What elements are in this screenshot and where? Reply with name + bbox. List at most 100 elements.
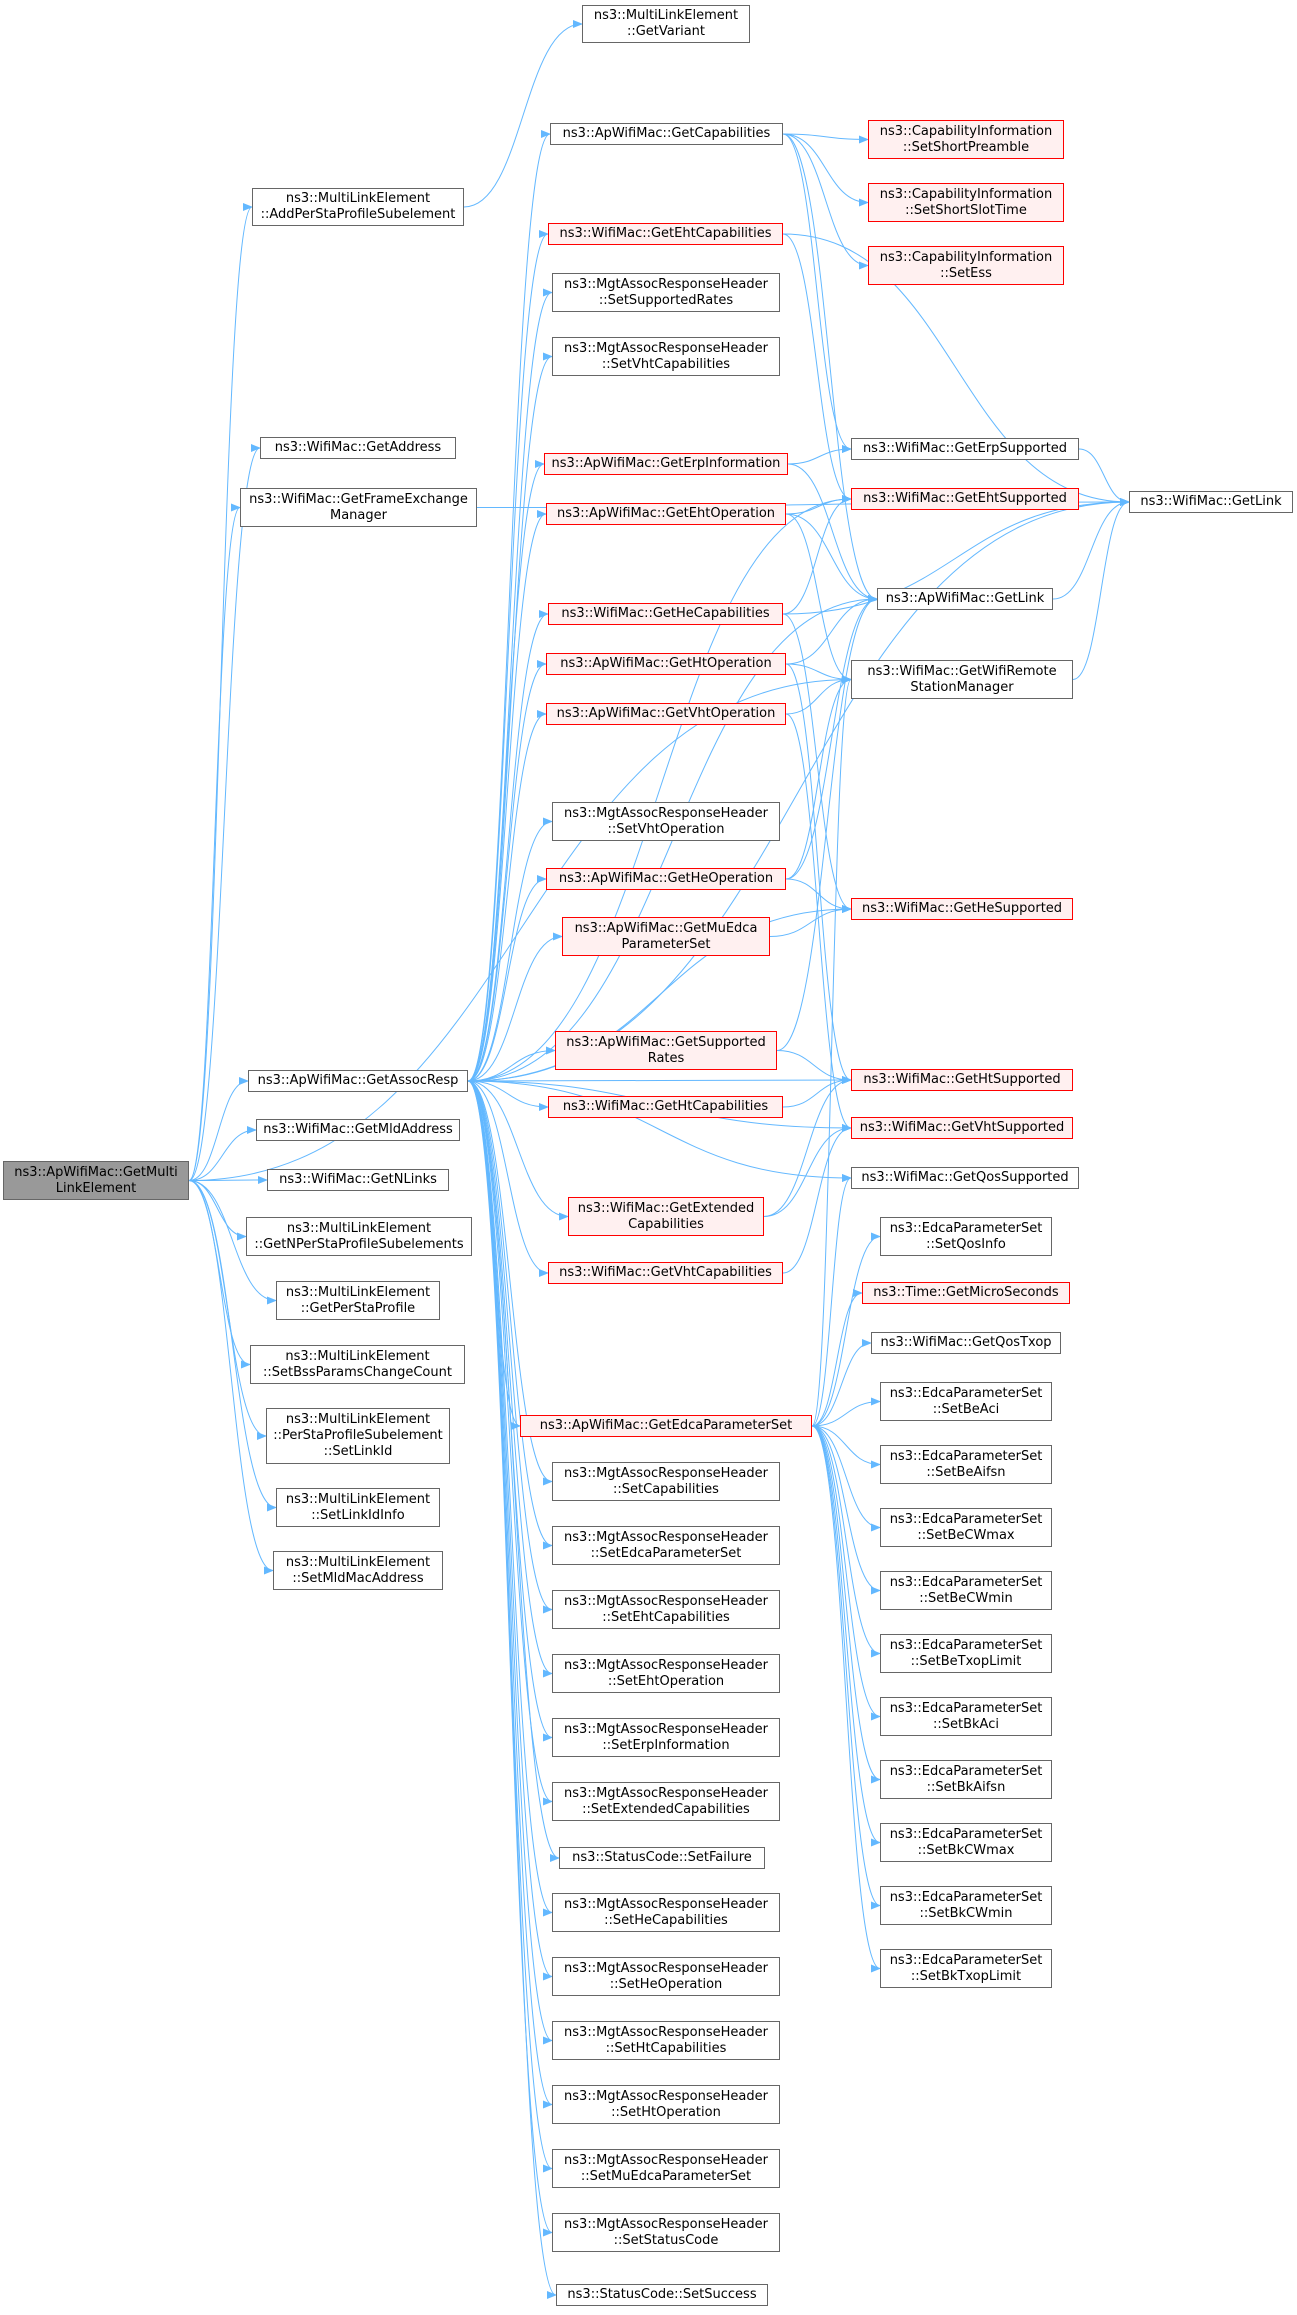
- node-wm-getehtsupported[interactable]: ns3::WifiMac::GetEhtSupported: [851, 488, 1079, 510]
- node-wm-getqostxop[interactable]: ns3::WifiMac::GetQosTxop: [871, 1332, 1061, 1354]
- node-mar-setvhtoperation[interactable]: ns3::MgtAssocResponseHeader ::SetVhtOper…: [552, 802, 780, 841]
- node-wm-getqossupported[interactable]: ns3::WifiMac::GetQosSupported: [851, 1167, 1079, 1189]
- node-mle-setbssparamschangecount[interactable]: ns3::MultiLinkElement ::SetBssParamsChan…: [250, 1345, 465, 1384]
- node-wm-getframeexchangemanager[interactable]: ns3::WifiMac::GetFrameExchange Manager: [240, 488, 477, 527]
- call-edge-ap_getlink-to-wm_getlink: [1052, 498, 1130, 600]
- call-edge-ap_getedca-to-wm_getrsm: [811, 675, 852, 1427]
- node-mle-getvariant[interactable]: ns3::MultiLinkElement ::GetVariant: [582, 5, 750, 43]
- node-mle-getperstaprofile[interactable]: ns3::MultiLinkElement ::GetPerStaProfile: [276, 1281, 440, 1320]
- node-mle-addperstaprofilesubelement[interactable]: ns3::MultiLinkElement ::AddPerStaProfile…: [252, 188, 464, 226]
- node-wm-getnlinks[interactable]: ns3::WifiMac::GetNLinks: [267, 1169, 449, 1191]
- call-edge-ap_getedca-to-eps_setbkcwmin: [811, 1425, 881, 1910]
- call-edge-ap_getheop-to-ap_getlink: [785, 595, 878, 880]
- node-ap-gethtoperation[interactable]: ns3::ApWifiMac::GetHtOperation: [546, 653, 786, 675]
- call-edge-root-to-mle_setlinkidinfo: [188, 1180, 277, 1512]
- call-edge-ap_geterpinfo-to-wm_geterpsup: [787, 445, 852, 465]
- node-mar-setextendedcapabilities[interactable]: ns3::MgtAssocResponseHeader ::SetExtende…: [552, 1782, 780, 1821]
- node-mle-setlinkid[interactable]: ns3::MultiLinkElement ::PerStaProfileSub…: [266, 1408, 450, 1464]
- call-edge-ap_getassocresp-to-ap_getheop: [467, 875, 547, 1082]
- edge-layer: [188, 20, 1130, 2299]
- node-mar-setehtoperation[interactable]: ns3::MgtAssocResponseHeader ::SetEhtOper…: [552, 1654, 780, 1693]
- node-mle-setlinkidinfo[interactable]: ns3::MultiLinkElement ::SetLinkIdInfo: [276, 1488, 440, 1527]
- node-eps-setbetxoplimit[interactable]: ns3::EdcaParameterSet ::SetBeTxopLimit: [880, 1634, 1052, 1673]
- call-edge-ap_getassocresp-to-mar_setcap: [467, 1080, 553, 1486]
- call-edge-wm_gethecap-to-wm_gethesup: [782, 613, 852, 913]
- node-eps-setqosinfo[interactable]: ns3::EdcaParameterSet ::SetQosInfo: [880, 1217, 1052, 1256]
- node-eps-setbkaifsn[interactable]: ns3::EdcaParameterSet ::SetBkAifsn: [880, 1760, 1052, 1799]
- node-eps-setbeaci[interactable]: ns3::EdcaParameterSet ::SetBeAci: [880, 1382, 1052, 1421]
- node-wm-getehtcapabilities[interactable]: ns3::WifiMac::GetEhtCapabilities: [548, 223, 783, 245]
- call-edge-ap_getcapabilities-to-ap_getlink: [782, 133, 878, 603]
- node-ci-setshortpreamble[interactable]: ns3::CapabilityInformation ::SetShortPre…: [868, 120, 1064, 159]
- node-eps-setbecwmax[interactable]: ns3::EdcaParameterSet ::SetBeCWmax: [880, 1508, 1052, 1547]
- call-edge-ap_getassocresp-to-ap_getcapabilities: [467, 130, 551, 1082]
- node-wm-gethesupported[interactable]: ns3::WifiMac::GetHeSupported: [851, 898, 1073, 920]
- node-ap-getsupportedrates[interactable]: ns3::ApWifiMac::GetSupported Rates: [555, 1031, 777, 1070]
- call-edge-ap_getassocresp-to-wm_getvhtcap: [467, 1080, 549, 1277]
- node-mar-setvhtcapabilities[interactable]: ns3::MgtAssocResponseHeader ::SetVhtCapa…: [552, 337, 780, 376]
- node-sc-setfailure[interactable]: ns3::StatusCode::SetFailure: [559, 1847, 765, 1869]
- node-sc-setsuccess[interactable]: ns3::StatusCode::SetSuccess: [556, 2284, 768, 2306]
- node-wm-gethtcapabilities[interactable]: ns3::WifiMac::GetHtCapabilities: [548, 1096, 783, 1118]
- call-edge-ap_getassocresp-to-wm_gethtcap: [467, 1080, 549, 1111]
- node-mar-setstatuscode[interactable]: ns3::MgtAssocResponseHeader ::SetStatusC…: [552, 2213, 780, 2252]
- node-mar-setehtcapabilities[interactable]: ns3::MgtAssocResponseHeader ::SetEhtCapa…: [552, 1590, 780, 1629]
- call-edge-ap_geterpinfo-to-ap_getlink: [787, 463, 878, 603]
- call-edge-ap_getedca-to-eps_setbkcwmax: [811, 1425, 881, 1847]
- node-wm-gethecapabilities[interactable]: ns3::WifiMac::GetHeCapabilities: [548, 603, 783, 625]
- node-wm-getextendedcapabilities[interactable]: ns3::WifiMac::GetExtended Capabilities: [568, 1197, 764, 1236]
- node-eps-setbkcwmin[interactable]: ns3::EdcaParameterSet ::SetBkCWmin: [880, 1886, 1052, 1925]
- node-eps-setbkaci[interactable]: ns3::EdcaParameterSet ::SetBkAci: [880, 1697, 1052, 1736]
- node-eps-setbktxoplimit[interactable]: ns3::EdcaParameterSet ::SetBkTxopLimit: [880, 1949, 1052, 1988]
- node-ap-getmuedcaparameterset[interactable]: ns3::ApWifiMac::GetMuEdca ParameterSet: [562, 917, 770, 956]
- node-mar-sethtcapabilities[interactable]: ns3::MgtAssocResponseHeader ::SetHtCapab…: [552, 2021, 780, 2060]
- call-edge-ap_getassocresp-to-wm_getextcap: [467, 1080, 569, 1221]
- node-mar-setmuedcaparameterset[interactable]: ns3::MgtAssocResponseHeader ::SetMuEdcaP…: [552, 2149, 780, 2188]
- call-edge-ap_getassocresp-to-sc_setsuccess: [467, 1080, 557, 2299]
- call-edge-ap_getedca-to-eps_setbkaifsn: [811, 1425, 881, 1784]
- call-edge-ap_getassocresp-to-mar_setext: [467, 1080, 553, 1806]
- call-edge-ap_getassocresp-to-wm_getqossup: [467, 1080, 852, 1182]
- node-ap-getheoperation[interactable]: ns3::ApWifiMac::GetHeOperation: [546, 868, 786, 890]
- node-ap-getlink[interactable]: ns3::ApWifiMac::GetLink: [877, 588, 1053, 610]
- node-ap-getcapabilities[interactable]: ns3::ApWifiMac::GetCapabilities: [550, 123, 783, 145]
- node-eps-setbecwmin[interactable]: ns3::EdcaParameterSet ::SetBeCWmin: [880, 1571, 1052, 1610]
- node-mle-getnperstaprofilesubelements[interactable]: ns3::MultiLinkElement ::GetNPerStaProfil…: [246, 1217, 472, 1256]
- node-wm-getmldaddress[interactable]: ns3::WifiMac::GetMldAddress: [256, 1119, 460, 1141]
- node-wm-geterpsupported[interactable]: ns3::WifiMac::GetErpSupported: [851, 438, 1079, 460]
- node-mar-sethecapabilities[interactable]: ns3::MgtAssocResponseHeader ::SetHeCapab…: [552, 1893, 780, 1932]
- node-time-getmicroseconds[interactable]: ns3::Time::GetMicroSeconds: [862, 1282, 1070, 1304]
- node-eps-setbkcwmax[interactable]: ns3::EdcaParameterSet ::SetBkCWmax: [880, 1823, 1052, 1862]
- node-mar-sethtoperation[interactable]: ns3::MgtAssocResponseHeader ::SetHtOpera…: [552, 2085, 780, 2124]
- node-wm-getvhtcapabilities[interactable]: ns3::WifiMac::GetVhtCapabilities: [548, 1262, 783, 1284]
- node-ap-getehtoperation[interactable]: ns3::ApWifiMac::GetEhtOperation: [546, 503, 786, 525]
- node-eps-setbeaifsn[interactable]: ns3::EdcaParameterSet ::SetBeAifsn: [880, 1445, 1052, 1484]
- node-mar-setedcaparameterset[interactable]: ns3::MgtAssocResponseHeader ::SetEdcaPar…: [552, 1526, 780, 1565]
- node-wm-getaddress[interactable]: ns3::WifiMac::GetAddress: [260, 437, 456, 459]
- node-ap-getedcaparameterset[interactable]: ns3::ApWifiMac::GetEdcaParameterSet: [520, 1415, 812, 1437]
- node-ci-setess[interactable]: ns3::CapabilityInformation ::SetEss: [868, 246, 1064, 285]
- call-edge-ap_getvhtop-to-wm_getvhtsup: [785, 713, 852, 1132]
- node-wm-gethtsupported[interactable]: ns3::WifiMac::GetHtSupported: [851, 1069, 1073, 1091]
- node-mar-setheoperation[interactable]: ns3::MgtAssocResponseHeader ::SetHeOpera…: [552, 1957, 780, 1996]
- node-wm-getwifiremotestationmanager[interactable]: ns3::WifiMac::GetWifiRemote StationManag…: [851, 660, 1073, 699]
- call-edge-ap_getedca-to-time_getmicro: [811, 1289, 863, 1427]
- node-ap-getassocresp[interactable]: ns3::ApWifiMac::GetAssocResp: [248, 1070, 468, 1092]
- call-edge-wm_getvhtcap-to-wm_getvhtsup: [782, 1124, 852, 1274]
- call-edge-wm_gethecap-to-wm_getehtsup: [782, 495, 852, 615]
- call-edge-ap_gethtop-to-wm_getrsm: [785, 663, 852, 684]
- node-mle-setmldmacaddress[interactable]: ns3::MultiLinkElement ::SetMldMacAddress: [273, 1551, 443, 1590]
- node-ci-setshortslottime[interactable]: ns3::CapabilityInformation ::SetShortSlo…: [868, 183, 1064, 222]
- node-mar-seterpinformation[interactable]: ns3::MgtAssocResponseHeader ::SetErpInfo…: [552, 1718, 780, 1757]
- node-wm-getlink[interactable]: ns3::WifiMac::GetLink: [1129, 491, 1293, 513]
- call-edge-wm_getehtcap-to-wm_getehtsup: [782, 233, 852, 503]
- node-ap-geterpinformation[interactable]: ns3::ApWifiMac::GetErpInformation: [544, 453, 788, 475]
- call-edge-ap_getassocresp-to-sc_setfailure: [467, 1080, 560, 1862]
- node-ap-getvhtoperation[interactable]: ns3::ApWifiMac::GetVhtOperation: [546, 703, 786, 725]
- node-mar-setcapabilities[interactable]: ns3::MgtAssocResponseHeader ::SetCapabil…: [552, 1462, 780, 1501]
- node-wm-getvhtsupported[interactable]: ns3::WifiMac::GetVhtSupported: [851, 1117, 1073, 1139]
- node-mar-setsupportedrates[interactable]: ns3::MgtAssocResponseHeader ::SetSupport…: [552, 273, 780, 312]
- call-edge-ap_getedca-to-eps_setbecwmax: [811, 1425, 881, 1532]
- call-edge-root-to-mle_setmldmac: [188, 1180, 274, 1575]
